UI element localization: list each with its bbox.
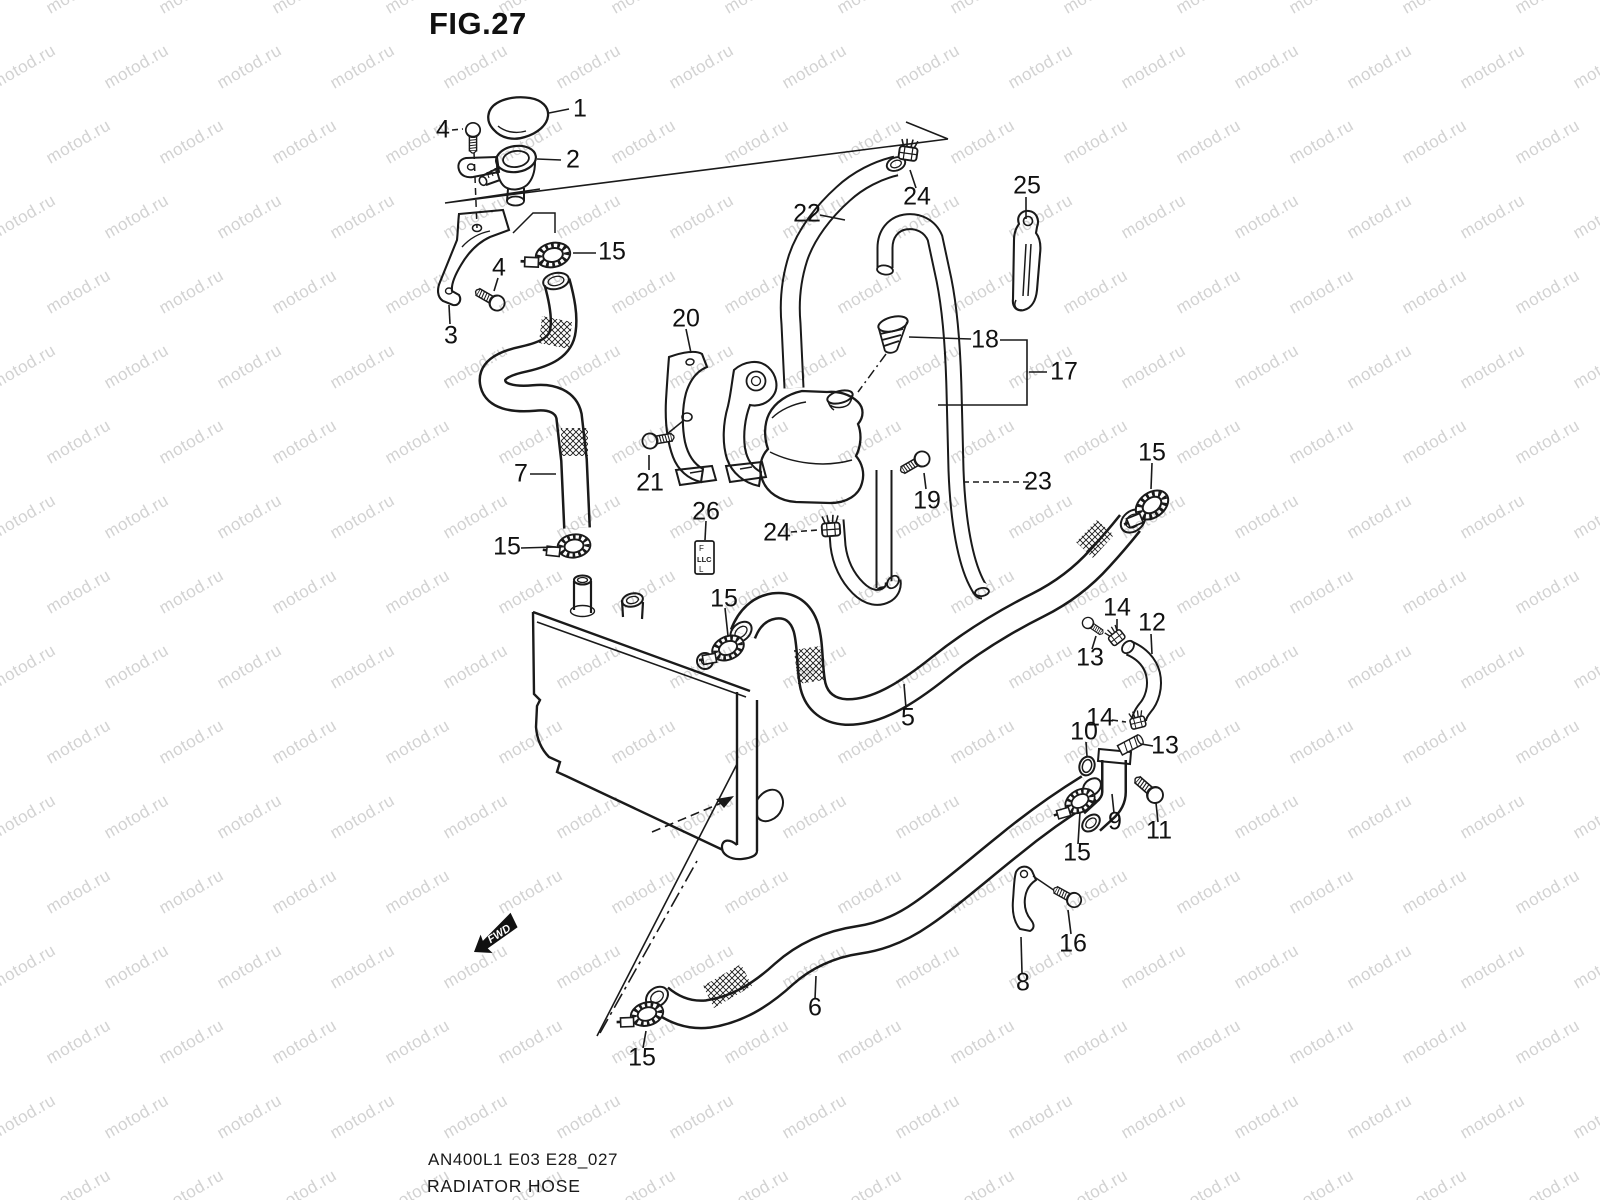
tank-bracket-drawing (664, 350, 778, 488)
projection-lines (444, 121, 949, 1037)
hose-22 (779, 155, 907, 389)
radiator-cap-drawing (487, 96, 550, 140)
figure-code: AN400L1 E03 E28_027 (428, 1150, 619, 1169)
neck-bracket-drawing (436, 208, 511, 307)
coolant-label-top: F (699, 544, 704, 553)
group-box-17 (908, 336, 1047, 406)
tank-outlet-hose (827, 519, 902, 606)
strap-drawing (1011, 209, 1042, 312)
figure-name: RADIATOR HOSE (427, 1176, 581, 1196)
hose-12 (1121, 639, 1162, 722)
hose-5 (729, 508, 1147, 726)
reservoir-tank-drawing (759, 315, 909, 505)
hose-7 (478, 271, 591, 529)
filler-neck-drawing (457, 144, 537, 207)
coolant-label: F LLC L (694, 540, 715, 575)
radiator-drawing (531, 574, 784, 861)
hose-6 (645, 775, 1102, 1030)
coolant-label-bottom: L (699, 565, 704, 574)
fwd-arrow: FWD (474, 912, 518, 954)
dashed-arrowhead (716, 796, 734, 808)
leader-lines (448, 108, 1159, 1049)
elbow-joint-drawing (1078, 732, 1146, 833)
coolant-label-middle: LLC (697, 555, 712, 564)
hose-23 (876, 213, 990, 600)
tank-siphon-pipe (875, 470, 893, 596)
hose-bracket-drawing (1011, 865, 1059, 933)
figure-title: FIG.27 (429, 6, 527, 41)
